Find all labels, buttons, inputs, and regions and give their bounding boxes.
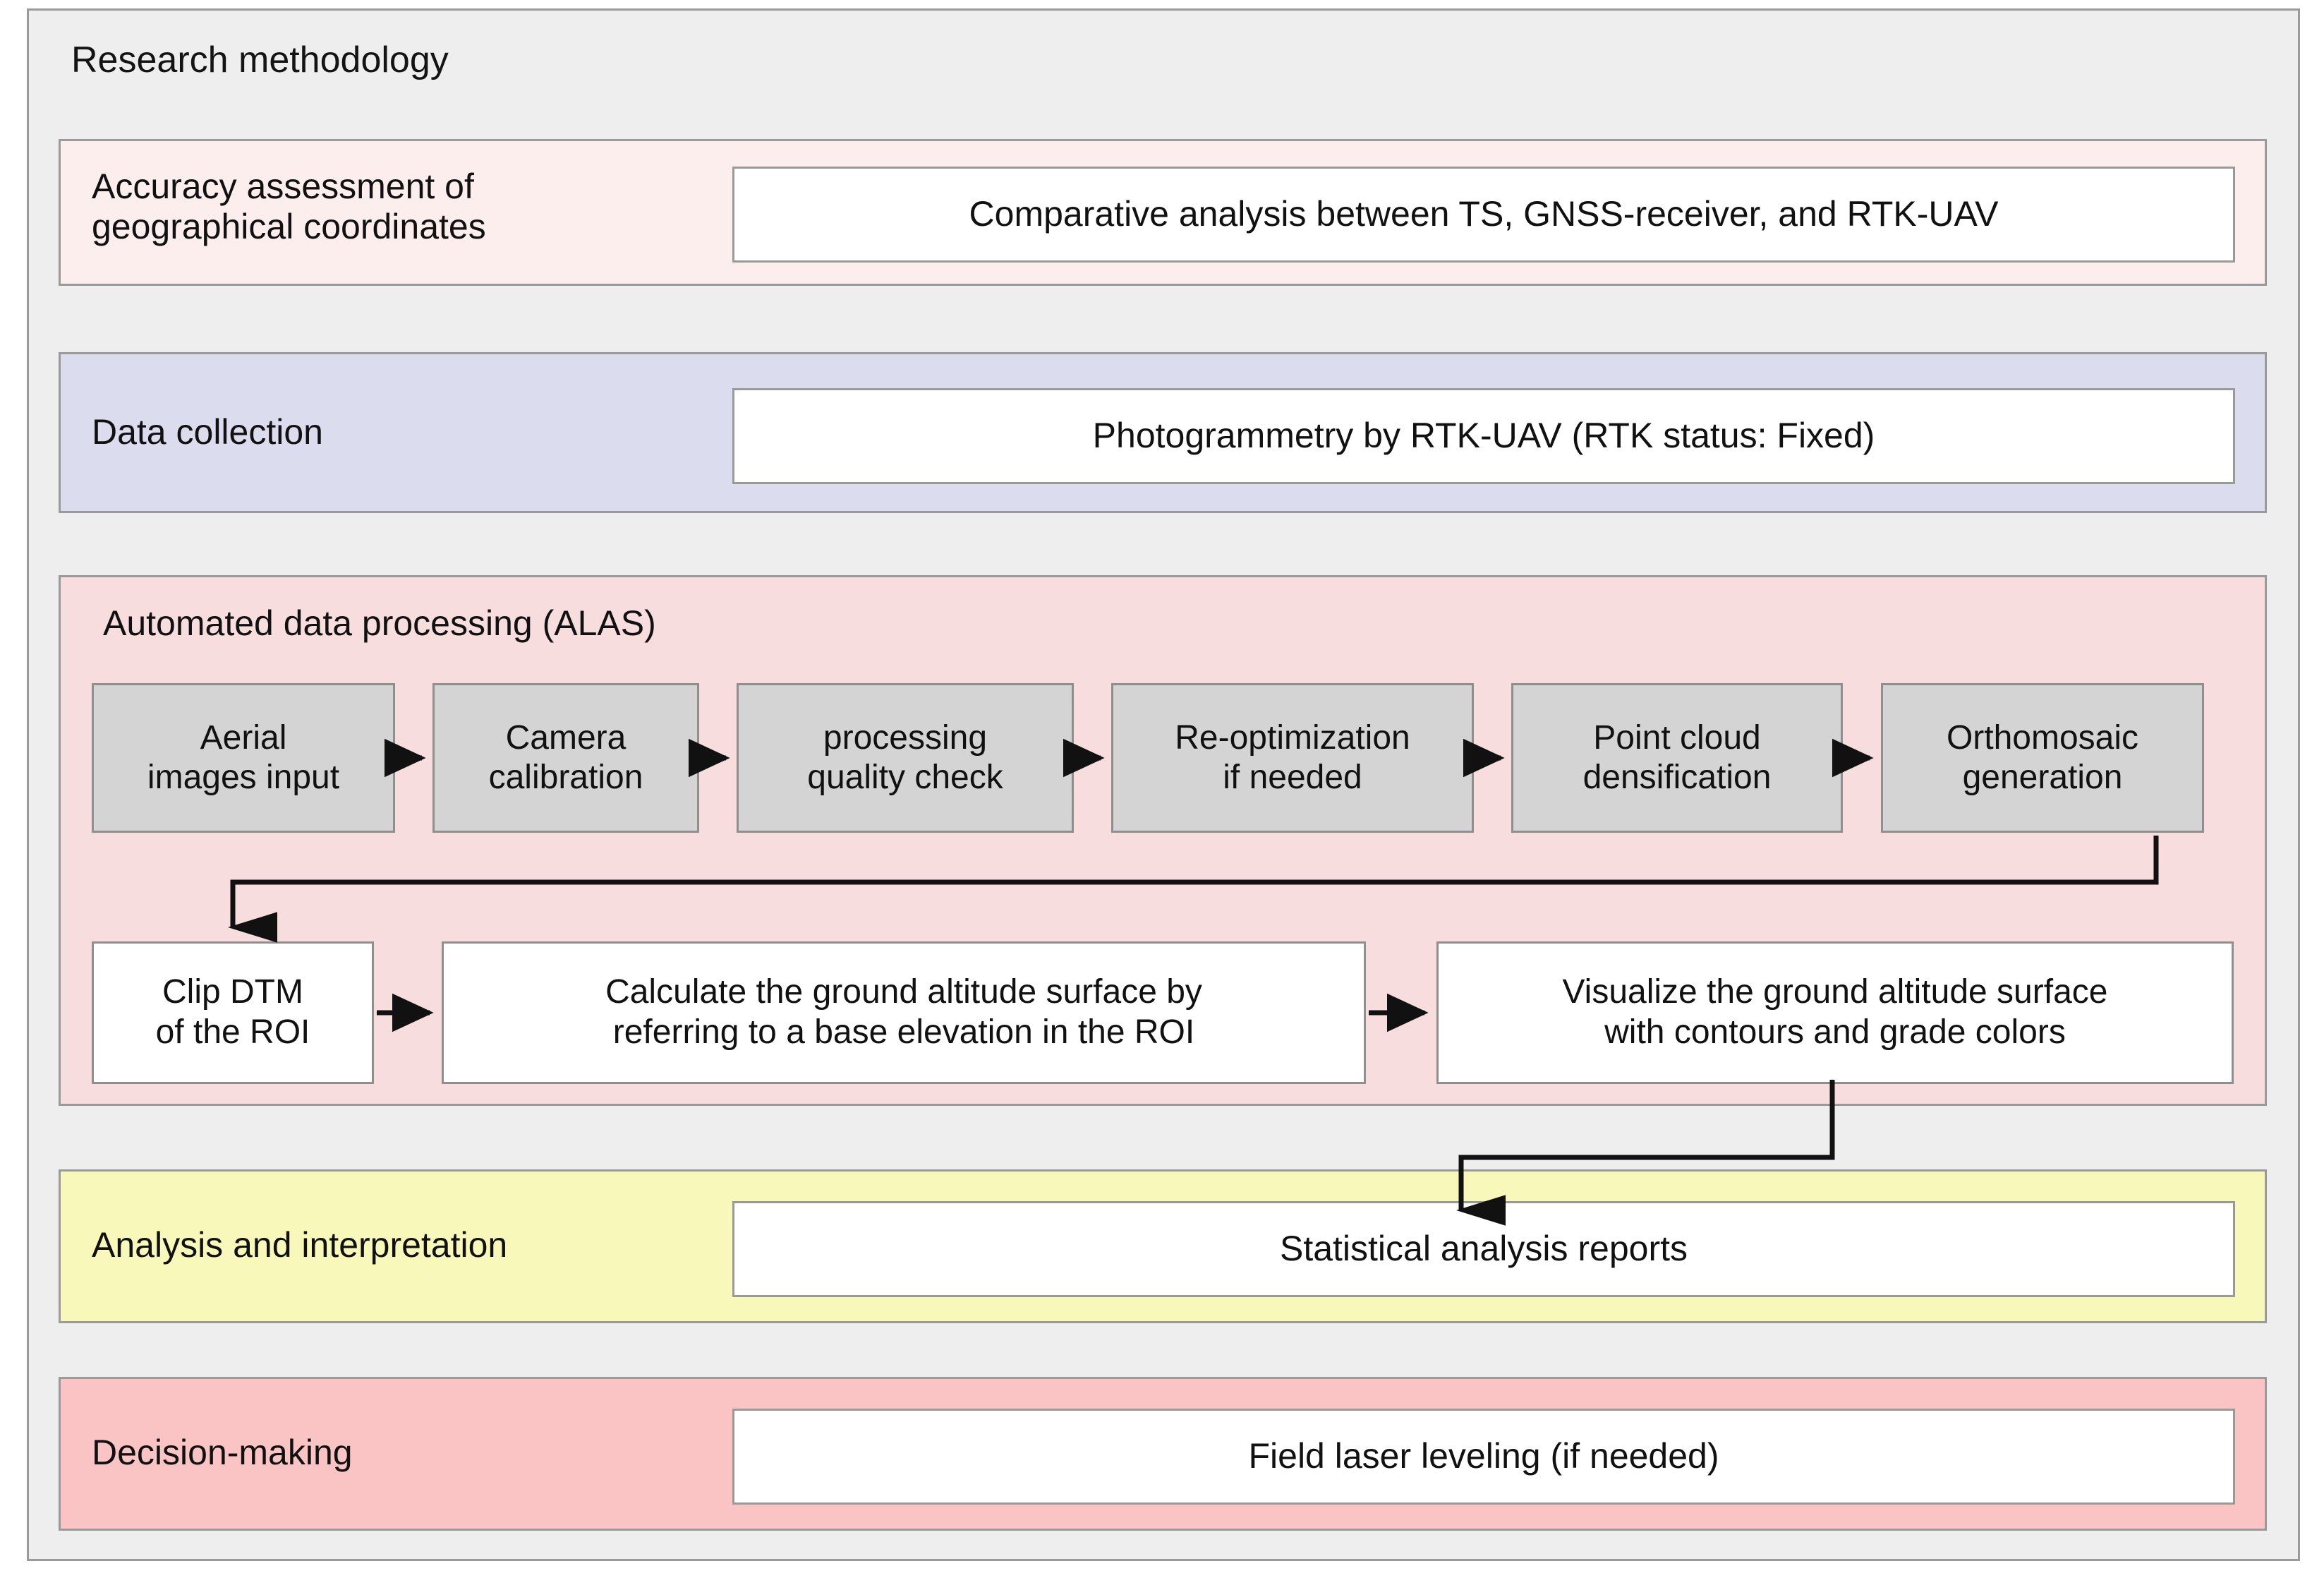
flow-box-clip-dtm: Clip DTM of the ROI: [92, 941, 374, 1084]
alas-title: Automated data processing (ALAS): [103, 603, 656, 643]
stage-accuracy-value: Comparative analysis between TS, GNSS-re…: [732, 167, 2235, 263]
proc-box-re-optimization: Re-optimization if needed: [1111, 683, 1474, 833]
proc-box-aerial-images-input: Aerial images input: [92, 683, 395, 833]
proc-box-camera-calibration: Camera calibration: [432, 683, 699, 833]
stage-analysis-label: Analysis and interpretation: [92, 1225, 508, 1265]
stage-decision-making: Decision-making Field laser leveling (if…: [59, 1377, 2267, 1531]
proc-box-orthomosaic-generation: Orthomosaic generation: [1881, 683, 2204, 833]
stage-data-collection: Data collection Photogrammetry by RTK-UA…: [59, 352, 2267, 513]
stage-accuracy-assessment: Accuracy assessment of geographical coor…: [59, 139, 2267, 286]
stage-accuracy-label: Accuracy assessment of geographical coor…: [92, 167, 486, 246]
page-title: Research methodology: [71, 40, 449, 80]
flow-box-calculate-surface: Calculate the ground altitude surface by…: [442, 941, 1366, 1084]
stage-decision-value: Field laser leveling (if needed): [732, 1409, 2235, 1505]
stage-data-collection-value: Photogrammetry by RTK-UAV (RTK status: F…: [732, 388, 2235, 484]
stage-automated-data-processing: Automated data processing (ALAS) Aerial …: [59, 575, 2267, 1106]
proc-box-processing-quality-check: processing quality check: [737, 683, 1074, 833]
stage-data-collection-label: Data collection: [92, 412, 323, 452]
flow-box-visualize-surface: Visualize the ground altitude surface wi…: [1436, 941, 2234, 1084]
methodology-frame: Research methodology Accuracy assessment…: [27, 8, 2300, 1561]
stage-decision-label: Decision-making: [92, 1433, 353, 1472]
stage-analysis-value: Statistical analysis reports: [732, 1201, 2235, 1297]
stage-analysis-interpretation: Analysis and interpretation Statistical …: [59, 1169, 2267, 1323]
proc-box-point-cloud-densification: Point cloud densification: [1511, 683, 1843, 833]
